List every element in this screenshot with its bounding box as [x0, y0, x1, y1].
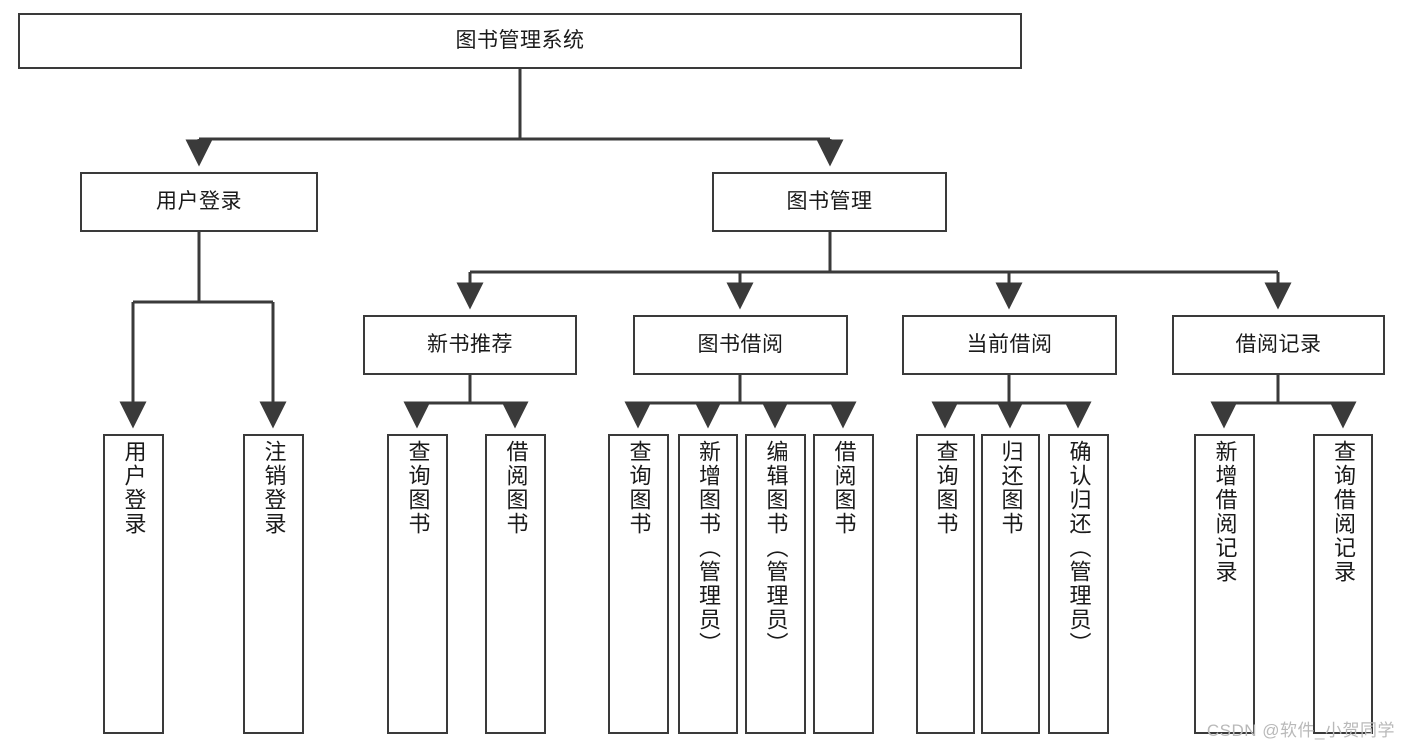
node-leaf-confirm-return[interactable]: 确认归还（管理员） [1048, 434, 1109, 734]
node-leaf-query-record[interactable]: 查询借阅记录 [1313, 434, 1373, 734]
node-leaf-query-book-3[interactable]: 查询图书 [916, 434, 975, 734]
node-current-borrow-label: 当前借阅 [966, 332, 1053, 356]
node-leaf-query-book-1-label: 查询图书 [405, 440, 431, 536]
node-leaf-query-book-2[interactable]: 查询图书 [608, 434, 669, 734]
node-book-manage-label: 图书管理 [786, 189, 873, 213]
node-leaf-query-book-3-label: 查询图书 [933, 440, 959, 536]
node-leaf-add-book-label: 新增图书（管理员） [696, 440, 721, 656]
node-leaf-user-login-label: 用户登录 [121, 440, 147, 536]
node-borrow-record-label: 借阅记录 [1235, 332, 1322, 356]
node-leaf-borrow-book-1-label: 借阅图书 [503, 440, 529, 536]
node-leaf-query-book-1[interactable]: 查询图书 [387, 434, 448, 734]
node-leaf-return-book-label: 归还图书 [998, 440, 1024, 536]
node-leaf-query-record-label: 查询借阅记录 [1331, 440, 1356, 584]
node-leaf-confirm-return-label: 确认归还（管理员） [1066, 440, 1092, 656]
node-user-login-label: 用户登录 [156, 189, 242, 213]
node-leaf-logout-label: 注销登录 [261, 440, 287, 536]
node-book-manage[interactable]: 图书管理 [712, 172, 947, 232]
node-leaf-edit-book-label: 编辑图书（管理员） [763, 440, 789, 656]
node-new-book-recommend-label: 新书推荐 [427, 332, 513, 356]
node-leaf-return-book[interactable]: 归还图书 [981, 434, 1040, 734]
node-leaf-user-login[interactable]: 用户登录 [103, 434, 164, 734]
node-book-borrow[interactable]: 图书借阅 [633, 315, 848, 375]
node-borrow-record[interactable]: 借阅记录 [1172, 315, 1385, 375]
node-leaf-logout[interactable]: 注销登录 [243, 434, 304, 734]
node-book-borrow-label: 图书借阅 [697, 332, 784, 356]
node-new-book-recommend[interactable]: 新书推荐 [363, 315, 577, 375]
node-root-label: 图书管理系统 [455, 28, 585, 52]
node-leaf-borrow-book-2[interactable]: 借阅图书 [813, 434, 874, 734]
node-leaf-add-record[interactable]: 新增借阅记录 [1194, 434, 1255, 734]
node-leaf-add-record-label: 新增借阅记录 [1212, 440, 1238, 584]
node-leaf-borrow-book-1[interactable]: 借阅图书 [485, 434, 546, 734]
watermark: CSDN @软件_小贺同学 [1206, 721, 1395, 740]
node-leaf-query-book-2-label: 查询图书 [626, 440, 652, 536]
node-leaf-add-book[interactable]: 新增图书（管理员） [678, 434, 738, 734]
node-leaf-borrow-book-2-label: 借阅图书 [831, 440, 857, 536]
node-leaf-edit-book[interactable]: 编辑图书（管理员） [745, 434, 806, 734]
node-root[interactable]: 图书管理系统 [18, 13, 1022, 69]
node-user-login[interactable]: 用户登录 [80, 172, 318, 232]
node-current-borrow[interactable]: 当前借阅 [902, 315, 1117, 375]
